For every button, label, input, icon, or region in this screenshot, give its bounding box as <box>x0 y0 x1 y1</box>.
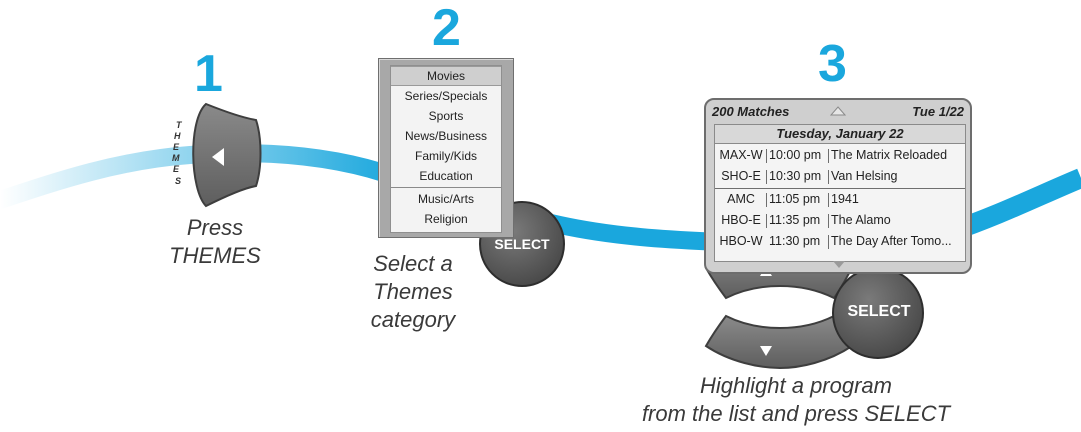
down-arrow-glyph <box>760 346 772 356</box>
row-channel: AMC <box>727 192 755 206</box>
row-divider <box>715 188 965 189</box>
row-channel: SHO-E <box>721 169 761 183</box>
col-separator <box>766 193 767 207</box>
step-2-caption-line-3: category <box>370 307 456 332</box>
date-bar: Tuesday, January 22 <box>715 125 965 144</box>
header-date: Tue 1/22 <box>912 104 964 119</box>
down-arrow-button[interactable] <box>708 318 852 366</box>
step-2-number: 2 <box>432 0 461 57</box>
step-1-caption-line-2: THEMES <box>169 243 261 268</box>
themes-menu-list: Movies Series/Specials Sports News/Busin… <box>390 65 502 233</box>
step-3-caption-line-1: Highlight a program <box>700 373 892 398</box>
menu-divider <box>391 187 501 188</box>
row-time: 10:30 pm <box>769 169 822 183</box>
col-separator <box>828 149 829 163</box>
menu-item-religion[interactable]: Religion <box>424 212 468 226</box>
menu-item-movies[interactable]: Movies <box>391 66 501 86</box>
program-row[interactable]: AMC 11:05 pm 1941 <box>715 189 965 209</box>
row-title: The Alamo <box>831 213 891 227</box>
themes-letter-m: M <box>172 153 180 163</box>
row-title: Van Helsing <box>831 169 898 183</box>
program-row[interactable]: MAX-W 10:00 pm The Matrix Reloaded <box>715 145 965 165</box>
col-separator <box>828 235 829 249</box>
themes-letter-s: S <box>175 176 182 186</box>
program-list: Tuesday, January 22 MAX-W 10:00 pm The M… <box>714 124 966 262</box>
step-1-caption-line-1: Press <box>186 215 244 240</box>
program-row[interactable]: HBO-W 11:30 pm The Day After Tomo... <box>715 231 965 251</box>
themes-letter-e2: E <box>173 164 180 174</box>
scroll-up-icon[interactable] <box>830 106 846 116</box>
program-row[interactable]: HBO-E 11:35 pm The Alamo <box>715 210 965 230</box>
menu-item-series-specials[interactable]: Series/Specials <box>404 89 488 103</box>
row-title: The Day After Tomo... <box>831 234 952 248</box>
themes-left-arrow <box>212 148 224 166</box>
themes-letter-h: H <box>174 131 181 141</box>
col-separator <box>828 193 829 207</box>
row-title: 1941 <box>831 192 859 206</box>
program-list-panel: 200 Matches Tue 1/22 Tuesday, January 22… <box>704 98 972 274</box>
step-2-select-label: SELECT <box>494 236 550 252</box>
row-time: 10:00 pm <box>769 148 822 162</box>
program-row[interactable]: SHO-E 10:30 pm Van Helsing <box>715 166 965 186</box>
themes-letter-t: T <box>176 120 182 130</box>
row-time: 11:05 pm <box>769 192 821 206</box>
step-2-caption: Select a Themes category <box>358 250 468 334</box>
menu-item-sports[interactable]: Sports <box>428 109 464 123</box>
themes-button-shape <box>192 102 262 208</box>
step-3-select-label: SELECT <box>847 303 911 320</box>
step-3-caption: Highlight a program from the list and pr… <box>606 372 986 428</box>
themes-category-menu: Movies Series/Specials Sports News/Busin… <box>378 58 514 238</box>
wave-path-left <box>0 144 729 251</box>
step-2-caption-line-2: Themes <box>373 279 453 304</box>
col-separator <box>766 170 767 184</box>
themes-button[interactable] <box>186 104 262 208</box>
menu-item-music-arts[interactable]: Music/Arts <box>417 192 474 206</box>
menu-item-education[interactable]: Education <box>419 169 473 183</box>
col-separator <box>766 149 767 163</box>
row-channel: HBO-W <box>719 234 763 248</box>
row-channel: MAX-W <box>719 148 763 162</box>
step-1-caption: Press THEMES <box>150 214 280 270</box>
step-3-caption-line-2: from the list and press SELECT <box>641 401 951 426</box>
menu-item-family-kids[interactable]: Family/Kids <box>414 149 477 163</box>
up-arrow-button[interactable] <box>708 248 852 296</box>
menu-item-news-business[interactable]: News/Business <box>404 129 488 143</box>
step-2-caption-line-1: Select a <box>373 251 453 276</box>
row-time: 11:35 pm <box>769 213 821 227</box>
scroll-down-icon[interactable] <box>832 260 846 269</box>
row-time: 11:30 pm <box>769 234 821 248</box>
row-title: The Matrix Reloaded <box>831 148 948 162</box>
row-channel: HBO-E <box>721 213 761 227</box>
step-3-number: 3 <box>818 35 847 93</box>
col-separator <box>828 214 829 228</box>
step-1-number: 1 <box>194 45 223 103</box>
col-separator <box>766 214 767 228</box>
themes-letter-e1: E <box>173 142 180 152</box>
col-separator <box>828 170 829 184</box>
match-count: 200 Matches <box>712 104 790 119</box>
